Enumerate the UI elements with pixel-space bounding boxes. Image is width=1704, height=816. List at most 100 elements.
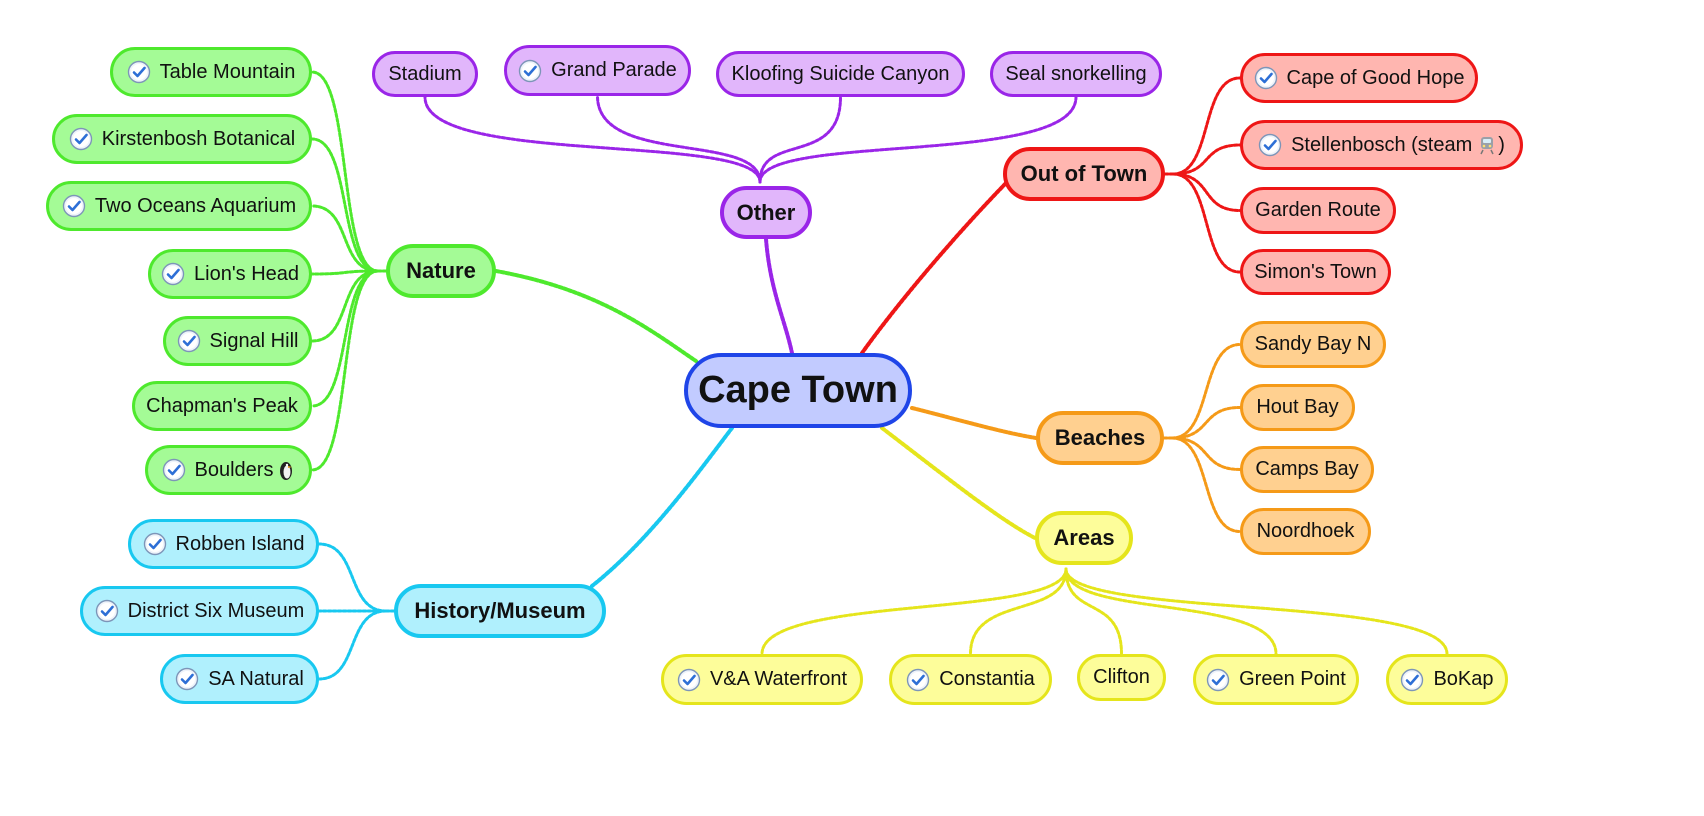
penguin-icon xyxy=(277,459,295,481)
leaf-label: Kloofing Suicide Canyon xyxy=(731,62,950,85)
leaf-label: Garden Route xyxy=(1255,199,1381,221)
leaf-label: Hout Bay xyxy=(1256,396,1339,418)
leaf-label-suffix: ) xyxy=(1498,133,1505,156)
link-leaf-sandy-bay-n xyxy=(1170,343,1242,440)
checkbox-checked-icon xyxy=(127,60,151,84)
link-leaf-signal-hill xyxy=(310,269,380,343)
link-leaf-kirstenbosh-botanical xyxy=(310,137,380,273)
leaf-label: Lion's Head xyxy=(194,262,299,285)
branch-label: Beaches xyxy=(1054,425,1146,450)
link-leaf-va-waterfront xyxy=(760,567,1068,656)
leaf-stellenbosch[interactable]: Stellenbosch (steam ) xyxy=(1240,120,1523,170)
checkbox-checked-icon xyxy=(69,127,93,151)
link-root-beaches xyxy=(910,406,1038,440)
leaf-garden-route[interactable]: Garden Route xyxy=(1240,187,1396,234)
branch-other[interactable]: Other xyxy=(720,186,812,239)
link-root-history xyxy=(590,426,734,588)
leaf-label: Noordhoek xyxy=(1256,520,1355,542)
branch-label: Out of Town xyxy=(1020,161,1148,186)
leaf-bokap[interactable]: BoKap xyxy=(1386,654,1508,705)
leaf-table-mountain[interactable]: Table Mountain xyxy=(110,47,312,97)
branch-label: Nature xyxy=(406,258,476,283)
leaf-chapmans-peak[interactable]: Chapman's Peak xyxy=(132,381,312,431)
link-leaf-two-oceans-aquarium xyxy=(310,204,380,273)
link-leaf-cape-of-good-hope xyxy=(1171,76,1242,176)
leaf-simons-town[interactable]: Simon's Town xyxy=(1240,249,1391,295)
leaf-boulders[interactable]: Boulders xyxy=(145,445,312,495)
link-root-other xyxy=(764,237,794,355)
checkbox-checked-icon xyxy=(1254,66,1278,90)
link-leaf-robben-island xyxy=(317,542,388,613)
branch-history-museum[interactable]: History/Museum xyxy=(394,584,606,638)
leaf-cape-of-good-hope[interactable]: Cape of Good Hope xyxy=(1240,53,1478,103)
link-leaf-seal-snorkelling xyxy=(758,95,1078,184)
leaf-kirstenbosh-botanical[interactable]: Kirstenbosh Botanical xyxy=(52,114,312,164)
link-leaf-sa-natural xyxy=(317,609,388,681)
link-leaf-kloofing-suicide-canyon xyxy=(758,95,842,184)
leaf-label: Seal snorkelling xyxy=(1005,62,1147,85)
leaf-grand-parade[interactable]: Grand Parade xyxy=(504,45,691,96)
checkbox-checked-icon xyxy=(143,532,167,556)
branch-label: History/Museum xyxy=(414,598,586,623)
leaf-hout-bay[interactable]: Hout Bay xyxy=(1240,384,1355,431)
leaf-va-waterfront[interactable]: V&A Waterfront xyxy=(661,654,863,705)
checkbox-checked-icon xyxy=(95,599,119,623)
link-root-areas xyxy=(880,426,1037,540)
leaf-label: Table Mountain xyxy=(159,60,296,83)
leaf-clifton[interactable]: Clifton xyxy=(1077,654,1166,701)
leaf-seal-snorkelling[interactable]: Seal snorkelling xyxy=(990,51,1162,97)
root-node-cape-town[interactable]: Cape Town xyxy=(684,353,912,428)
leaf-label: Grand Parade xyxy=(551,59,677,81)
branch-nature[interactable]: Nature xyxy=(386,244,496,298)
leaf-label: Cape of Good Hope xyxy=(1286,66,1465,89)
leaf-lions-head[interactable]: Lion's Head xyxy=(148,249,312,299)
checkbox-checked-icon xyxy=(175,667,199,691)
checkbox-checked-icon xyxy=(162,458,186,482)
leaf-constantia[interactable]: Constantia xyxy=(889,654,1052,705)
link-leaf-constantia xyxy=(969,567,1068,656)
leaf-label: SA Natural xyxy=(208,667,304,690)
leaf-label: Two Oceans Aquarium xyxy=(94,194,297,217)
leaf-label: Simon's Town xyxy=(1254,260,1377,283)
branch-label: Other xyxy=(736,199,796,225)
checkbox-checked-icon xyxy=(1258,133,1282,157)
leaf-green-point[interactable]: Green Point xyxy=(1193,654,1359,705)
link-leaf-hout-bay xyxy=(1170,406,1242,440)
leaf-label: Green Point xyxy=(1239,668,1346,690)
link-leaf-stellenbosch xyxy=(1171,143,1242,176)
leaf-label: Boulders xyxy=(194,458,274,481)
leaf-label: Camps Bay xyxy=(1255,458,1359,480)
leaf-stadium[interactable]: Stadium xyxy=(372,51,478,97)
leaf-robben-island[interactable]: Robben Island xyxy=(128,519,319,569)
leaf-sandy-bay-n[interactable]: Sandy Bay N xyxy=(1240,321,1386,368)
root-label: Cape Town xyxy=(698,369,898,411)
branch-out-of-town[interactable]: Out of Town xyxy=(1003,147,1165,201)
train-icon xyxy=(1478,134,1496,156)
link-leaf-garden-route xyxy=(1171,172,1242,212)
link-leaf-lions-head xyxy=(310,269,380,276)
leaf-two-oceans-aquarium[interactable]: Two Oceans Aquarium xyxy=(46,181,312,231)
checkbox-checked-icon xyxy=(62,194,86,218)
checkbox-checked-icon xyxy=(177,329,201,353)
link-leaf-table-mountain xyxy=(310,70,380,273)
link-leaf-bokap xyxy=(1064,567,1449,656)
link-leaf-stadium xyxy=(423,95,762,184)
leaf-noordhoek[interactable]: Noordhoek xyxy=(1240,508,1371,555)
leaf-sa-natural[interactable]: SA Natural xyxy=(160,654,319,704)
link-leaf-green-point xyxy=(1064,567,1278,656)
leaf-label: Clifton xyxy=(1093,666,1150,688)
leaf-label: BoKap xyxy=(1433,668,1494,690)
leaf-label: V&A Waterfront xyxy=(709,668,848,690)
leaf-district-six-museum[interactable]: District Six Museum xyxy=(80,586,319,636)
branch-label: Areas xyxy=(1053,525,1115,550)
checkbox-checked-icon xyxy=(1400,668,1424,692)
leaf-camps-bay[interactable]: Camps Bay xyxy=(1240,446,1374,493)
branch-beaches[interactable]: Beaches xyxy=(1036,411,1164,465)
leaf-kloofing-suicide-canyon[interactable]: Kloofing Suicide Canyon xyxy=(716,51,965,97)
leaf-label: Kirstenbosh Botanical xyxy=(101,127,296,150)
link-leaf-simons-town xyxy=(1171,172,1242,274)
branch-areas[interactable]: Areas xyxy=(1035,511,1133,565)
leaf-label: District Six Museum xyxy=(127,599,305,622)
leaf-signal-hill[interactable]: Signal Hill xyxy=(163,316,312,366)
link-leaf-grand-parade xyxy=(596,94,762,184)
